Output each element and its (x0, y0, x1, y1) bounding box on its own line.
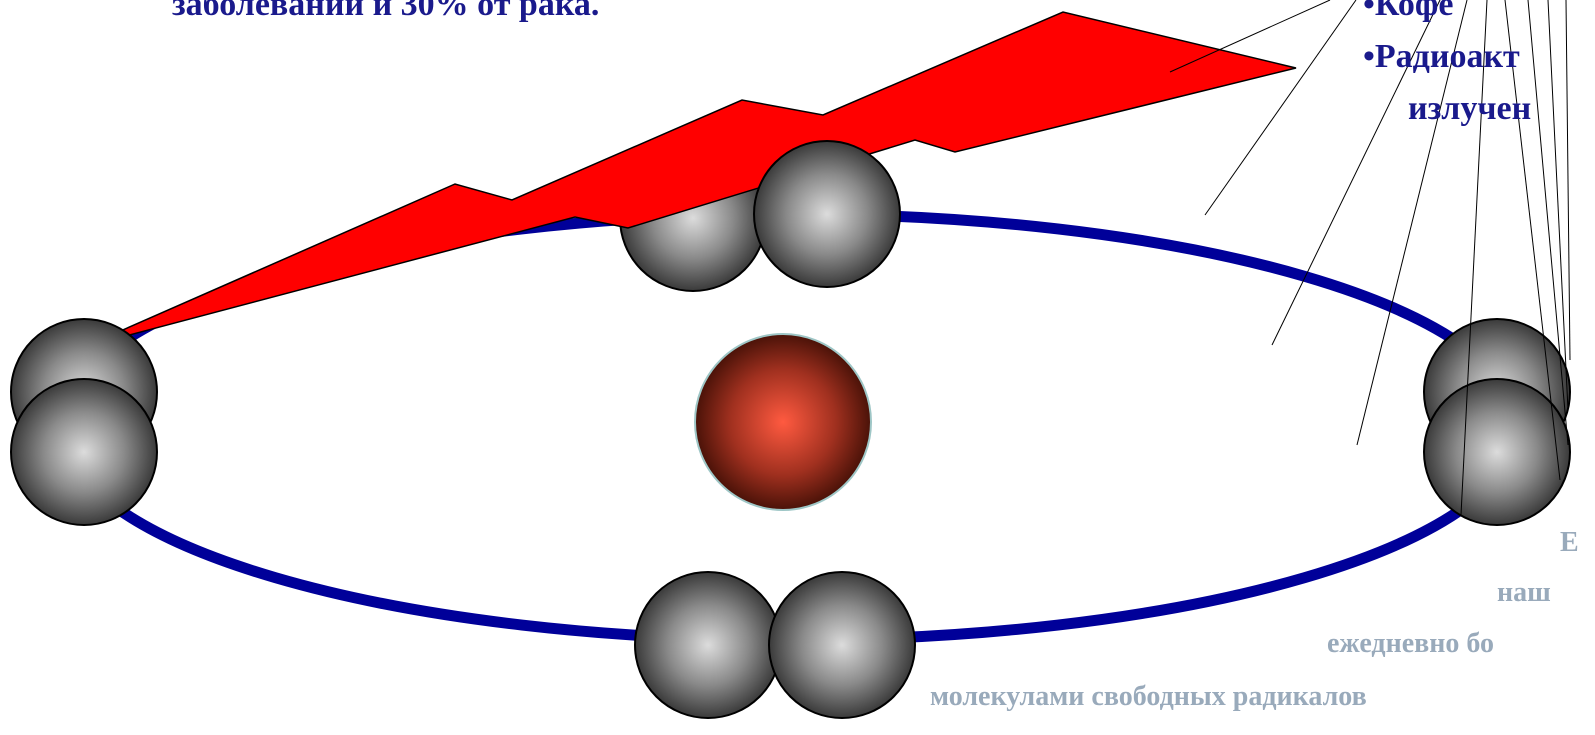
list-item-radiation: •Радиоакт (1363, 38, 1520, 75)
caption-line-1: Е (1560, 527, 1579, 558)
electron (10, 378, 158, 526)
intro-text-fragment: заболеваний и 30% от рака. (172, 0, 600, 23)
list-item-radiation-cont: излучен (1408, 90, 1532, 127)
nucleus (694, 333, 872, 511)
electron-top-pair-front (753, 140, 901, 288)
list-item-coffee: •Кофе (1363, 0, 1454, 23)
caption-line-4: молекулами свободных радикалов (930, 681, 1367, 712)
caption-line-3: ежедневно бо (1327, 628, 1495, 659)
electron (753, 140, 901, 288)
radiating-lines (1169, 0, 1571, 516)
electron-bottom-pair (634, 571, 916, 719)
electron-right-pair (1423, 318, 1571, 526)
electron (1423, 378, 1571, 526)
electron (768, 571, 916, 719)
electron-left-pair (10, 318, 158, 526)
caption-line-2: наш (1497, 577, 1551, 608)
lightning-bolt (83, 11, 1297, 348)
electron (634, 571, 782, 719)
